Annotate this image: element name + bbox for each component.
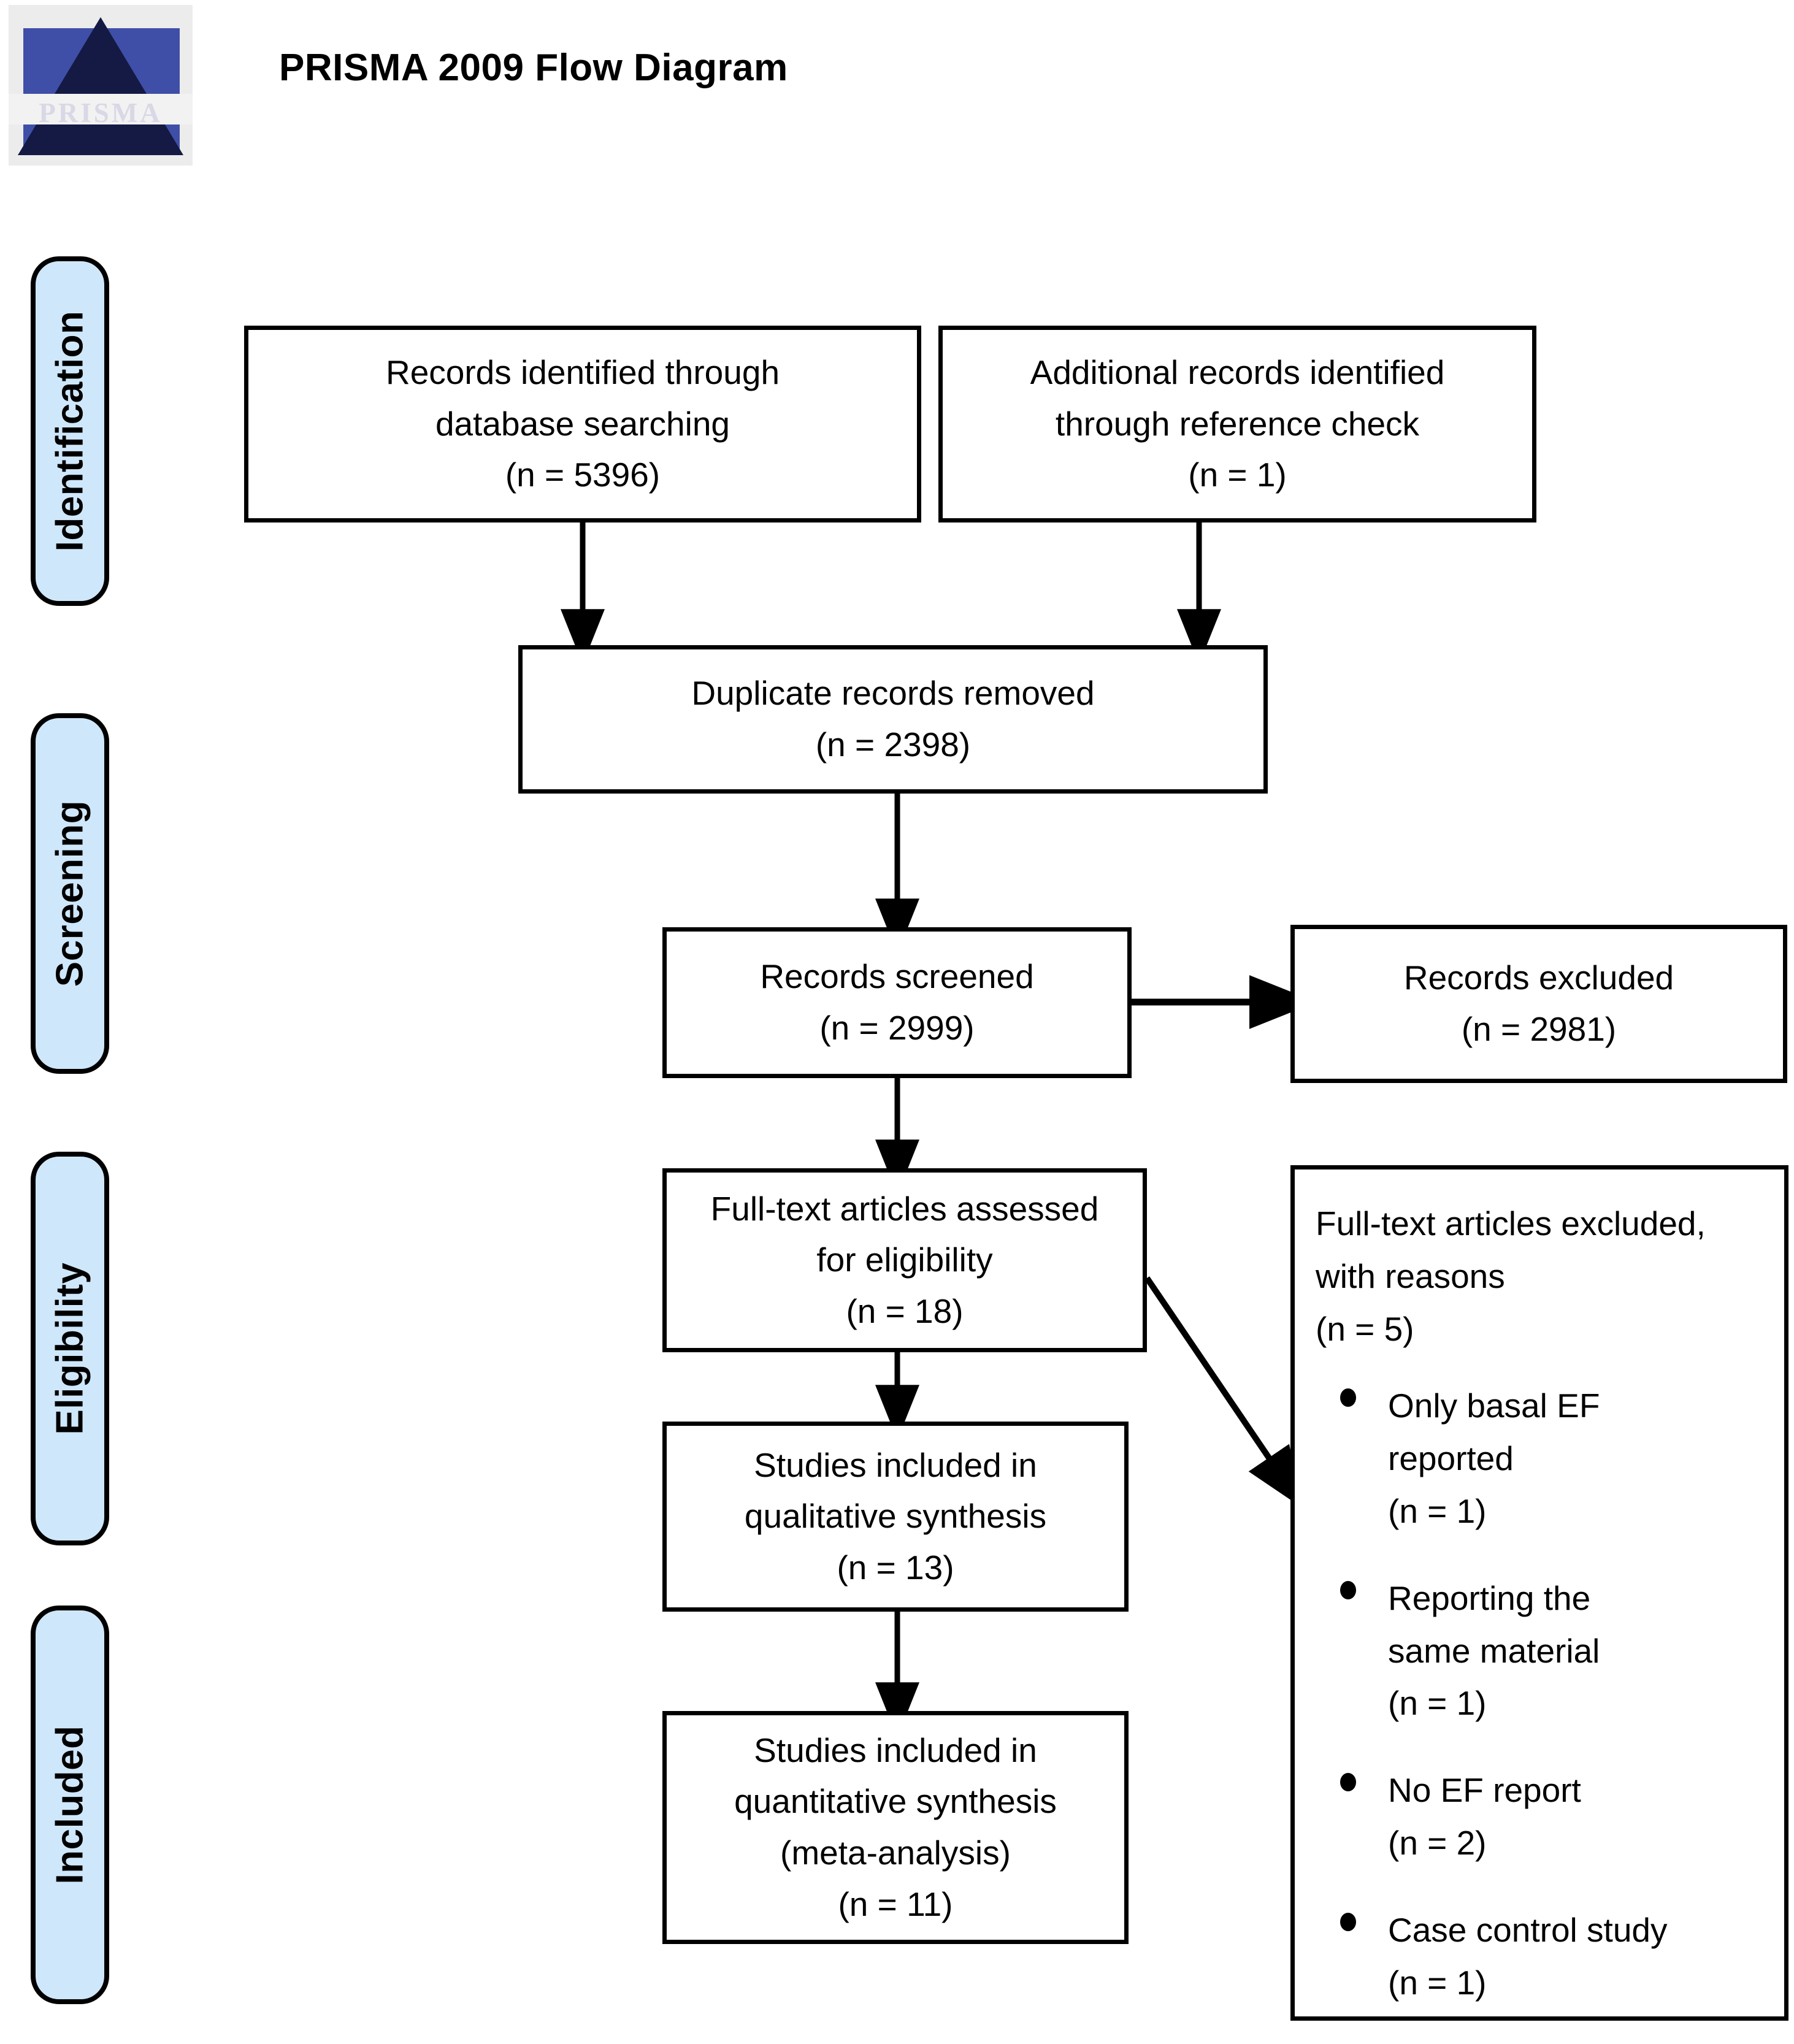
- box-db-search-line2: database searching: [435, 404, 730, 443]
- box-studies-quantitative-synthesis: Studies included in quantitative synthes…: [662, 1711, 1129, 1944]
- bullet-icon: [1340, 1912, 1356, 1931]
- box-excluded-count: (n = 2981): [1461, 1010, 1617, 1048]
- exclusion-reason-1-line2: reported: [1388, 1439, 1514, 1478]
- exclusion-header-count: (n = 5): [1316, 1309, 1414, 1348]
- exclusion-reason-4-line1: Case control study: [1388, 1910, 1668, 1949]
- prisma-logo: PRISMA: [9, 5, 193, 166]
- stage-tab-identification-label: Identification: [48, 310, 91, 552]
- box-quantitative-count: (n = 11): [838, 1885, 953, 1923]
- stage-tab-included-label: Included: [48, 1725, 91, 1885]
- stage-tab-identification[interactable]: Identification: [31, 256, 109, 606]
- exclusion-header-line2: with reasons: [1316, 1257, 1505, 1295]
- box-quantitative-line2: quantitative synthesis: [734, 1782, 1057, 1821]
- exclusion-reason-1-line1: Only basal EF: [1388, 1387, 1600, 1425]
- stage-tab-screening-label: Screening: [48, 800, 91, 987]
- box-fulltext-line1: Full-text articles assessed: [710, 1189, 1099, 1228]
- exclusion-reason-3-count: (n = 2): [1388, 1823, 1487, 1862]
- exclusion-reason-2-line2: same material: [1388, 1631, 1600, 1670]
- bullet-icon: [1340, 1773, 1356, 1792]
- box-qualitative-line2: qualitative synthesis: [744, 1497, 1047, 1536]
- exclusion-reason-1-count: (n = 1): [1388, 1491, 1487, 1530]
- exclusion-reason-4-count: (n = 1): [1388, 1963, 1487, 2002]
- exclusion-reason-2-count: (n = 1): [1388, 1684, 1487, 1723]
- page-title: PRISMA 2009 Flow Diagram: [279, 47, 788, 89]
- exclusion-header-line1: Full-text articles excluded,: [1316, 1204, 1706, 1242]
- box-records-excluded: Records excluded (n = 2981): [1290, 925, 1787, 1083]
- exclusion-reasons-list: Only basal EF reported (n = 1) Reporting…: [1316, 1380, 1763, 2009]
- box-studies-qualitative-synthesis: Studies included in qualitative synthesi…: [662, 1422, 1129, 1612]
- stage-tab-screening[interactable]: Screening: [31, 713, 109, 1074]
- logo-white-band: [9, 94, 193, 124]
- box-quantitative-line1: Studies included in: [754, 1731, 1037, 1769]
- arrow-fulltext-to-exclusion-panel: [1144, 1276, 1303, 1509]
- box-ref-check-line1: Additional records identified: [1030, 353, 1445, 392]
- box-duplicates-count: (n = 2398): [815, 725, 971, 764]
- exclusion-reason-3-line1: No EF report: [1388, 1771, 1581, 1810]
- box-quantitative-line3: (meta-analysis): [780, 1834, 1011, 1872]
- box-fulltext-assessed-eligibility: Full-text articles assessed for eligibil…: [662, 1168, 1147, 1352]
- box-duplicate-records-removed: Duplicate records removed (n = 2398): [518, 645, 1268, 794]
- stage-tab-eligibility-label: Eligibility: [48, 1262, 91, 1435]
- box-excluded-line1: Records excluded: [1403, 959, 1674, 997]
- box-fulltext-line2: for eligibility: [816, 1241, 993, 1279]
- stage-tab-included[interactable]: Included: [31, 1606, 109, 2004]
- box-fulltext-excluded-reasons: Full-text articles excluded, with reason…: [1290, 1165, 1788, 2021]
- box-duplicates-line1: Duplicate records removed: [691, 674, 1095, 713]
- box-qualitative-count: (n = 13): [837, 1548, 954, 1587]
- exclusion-reason-2-line1: Reporting the: [1388, 1579, 1591, 1617]
- stage-tab-eligibility[interactable]: Eligibility: [31, 1152, 109, 1545]
- box-additional-records-reference: Additional records identified through re…: [938, 326, 1536, 522]
- box-db-search-line1: Records identified through: [385, 353, 780, 392]
- box-fulltext-count: (n = 18): [846, 1292, 964, 1330]
- box-screened-line1: Records screened: [760, 957, 1034, 996]
- bullet-icon: [1340, 1580, 1356, 1599]
- box-records-screened: Records screened (n = 2999): [662, 927, 1132, 1078]
- bullet-icon: [1340, 1388, 1356, 1407]
- logo-wordmark: PRISMA: [39, 98, 163, 128]
- box-screened-count: (n = 2999): [819, 1009, 975, 1047]
- exclusion-reason-item: No EF report (n = 2): [1340, 1764, 1763, 1870]
- box-db-search-count: (n = 5396): [505, 456, 661, 494]
- exclusion-reason-item: Only basal EF reported (n = 1): [1340, 1380, 1763, 1537]
- box-records-identified-database: Records identified through database sear…: [244, 326, 921, 522]
- box-qualitative-line1: Studies included in: [754, 1445, 1037, 1484]
- logo-pyramid-icon: [18, 17, 183, 155]
- box-ref-check-line2: through reference check: [1055, 404, 1420, 443]
- exclusion-reason-item: Case control study (n = 1): [1340, 1904, 1763, 2010]
- exclusion-reason-item: Reporting the same material (n = 1): [1340, 1572, 1763, 1730]
- box-ref-check-count: (n = 1): [1188, 456, 1287, 494]
